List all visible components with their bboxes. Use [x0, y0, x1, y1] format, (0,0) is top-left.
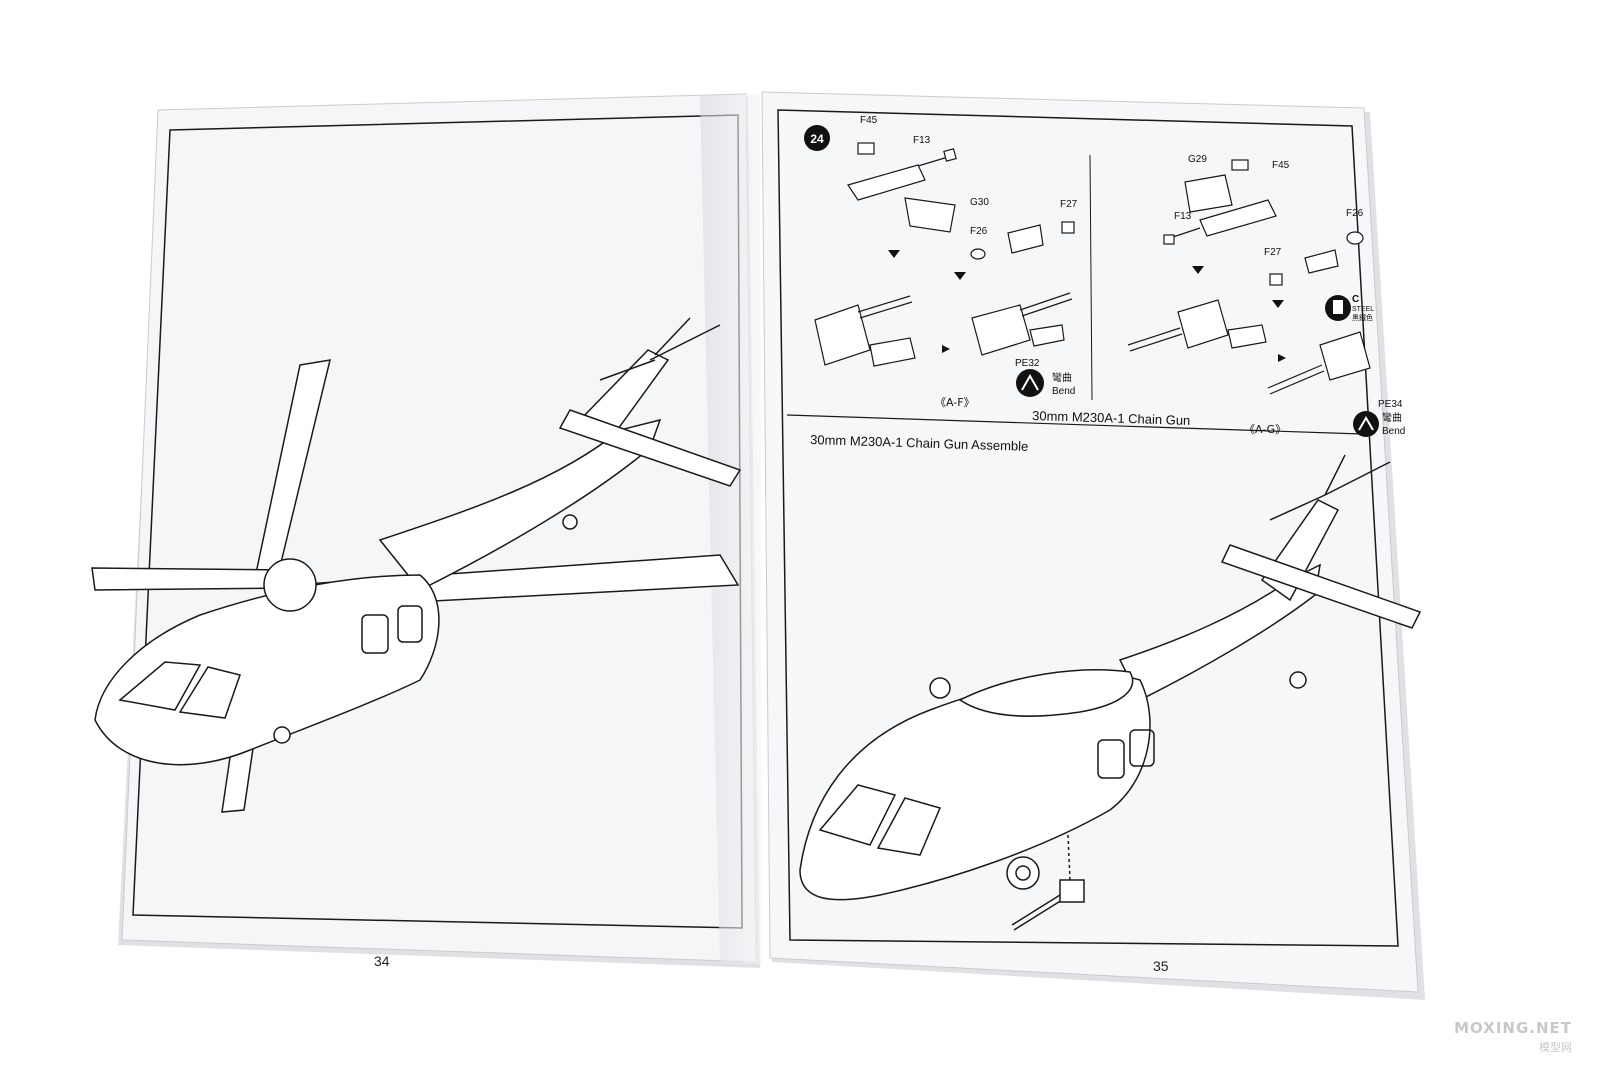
- part-label-f13-b: F13: [1174, 211, 1192, 222]
- variant-divider: [1089, 154, 1093, 401]
- watermark-text: MOXING.NET: [1454, 1019, 1572, 1037]
- part-label-g30: G30: [970, 197, 989, 208]
- section-divider: [786, 414, 1363, 435]
- page-number-right: 35: [1153, 958, 1169, 974]
- gun-assembly-a: [814, 295, 916, 367]
- part-label-f13-a: F13: [913, 135, 931, 146]
- part-label-pe32: PE32: [1015, 358, 1040, 369]
- part-label-f26-a: F26: [970, 226, 988, 237]
- watermark-cn-text: 模型网: [1539, 1041, 1572, 1054]
- step-number: 24: [810, 132, 824, 146]
- paint-icon: [1325, 295, 1351, 321]
- panel-a-parts: [814, 142, 1075, 367]
- part-label-f45-a: F45: [860, 115, 878, 126]
- page-number-left: 34: [374, 953, 390, 969]
- paint-code: C: [1352, 294, 1359, 305]
- bend-icon-b: [1353, 411, 1379, 437]
- right-page-frame: [777, 109, 1399, 947]
- gun-assembly-b2: [1267, 331, 1371, 395]
- variant-label-a: 《A-F》: [935, 396, 975, 409]
- chain-gun-caption: 30mm M230A-1 Chain Gun: [1032, 408, 1191, 428]
- step-badge: [804, 125, 830, 151]
- part-label-f26-b: F26: [1346, 208, 1364, 219]
- bend-cn-b: 彎曲: [1382, 411, 1402, 424]
- gun-assembly-a2: [971, 292, 1073, 356]
- part-label-pe34: PE34: [1378, 399, 1403, 410]
- part-label-f27-b: F27: [1264, 247, 1282, 258]
- part-label-f27-a: F27: [1060, 199, 1078, 210]
- section-title: 30mm M230A-1 Chain Gun Assemble: [810, 432, 1029, 454]
- gun-barrel-a: [847, 148, 957, 201]
- bend-en-a: Bend: [1052, 386, 1075, 397]
- gun-assembly-b: [1127, 299, 1267, 352]
- gun-barrel-b: [1163, 199, 1277, 245]
- paint-name: STEEL: [1352, 306, 1374, 313]
- paint-cn: 黑鐵色: [1352, 313, 1373, 322]
- helicopter-drawing-right: [799, 454, 1422, 931]
- part-label-g29: G29: [1188, 154, 1207, 165]
- variant-label-b: 《A-G》: [1244, 423, 1286, 436]
- helicopter-drawing-left: [91, 317, 742, 813]
- part-label-f45-b: F45: [1272, 160, 1290, 171]
- bend-en-b: Bend: [1382, 426, 1405, 437]
- bend-cn-a: 彎曲: [1052, 371, 1072, 384]
- bend-icon-a: [1016, 369, 1044, 397]
- panel-b-parts: [1127, 159, 1371, 395]
